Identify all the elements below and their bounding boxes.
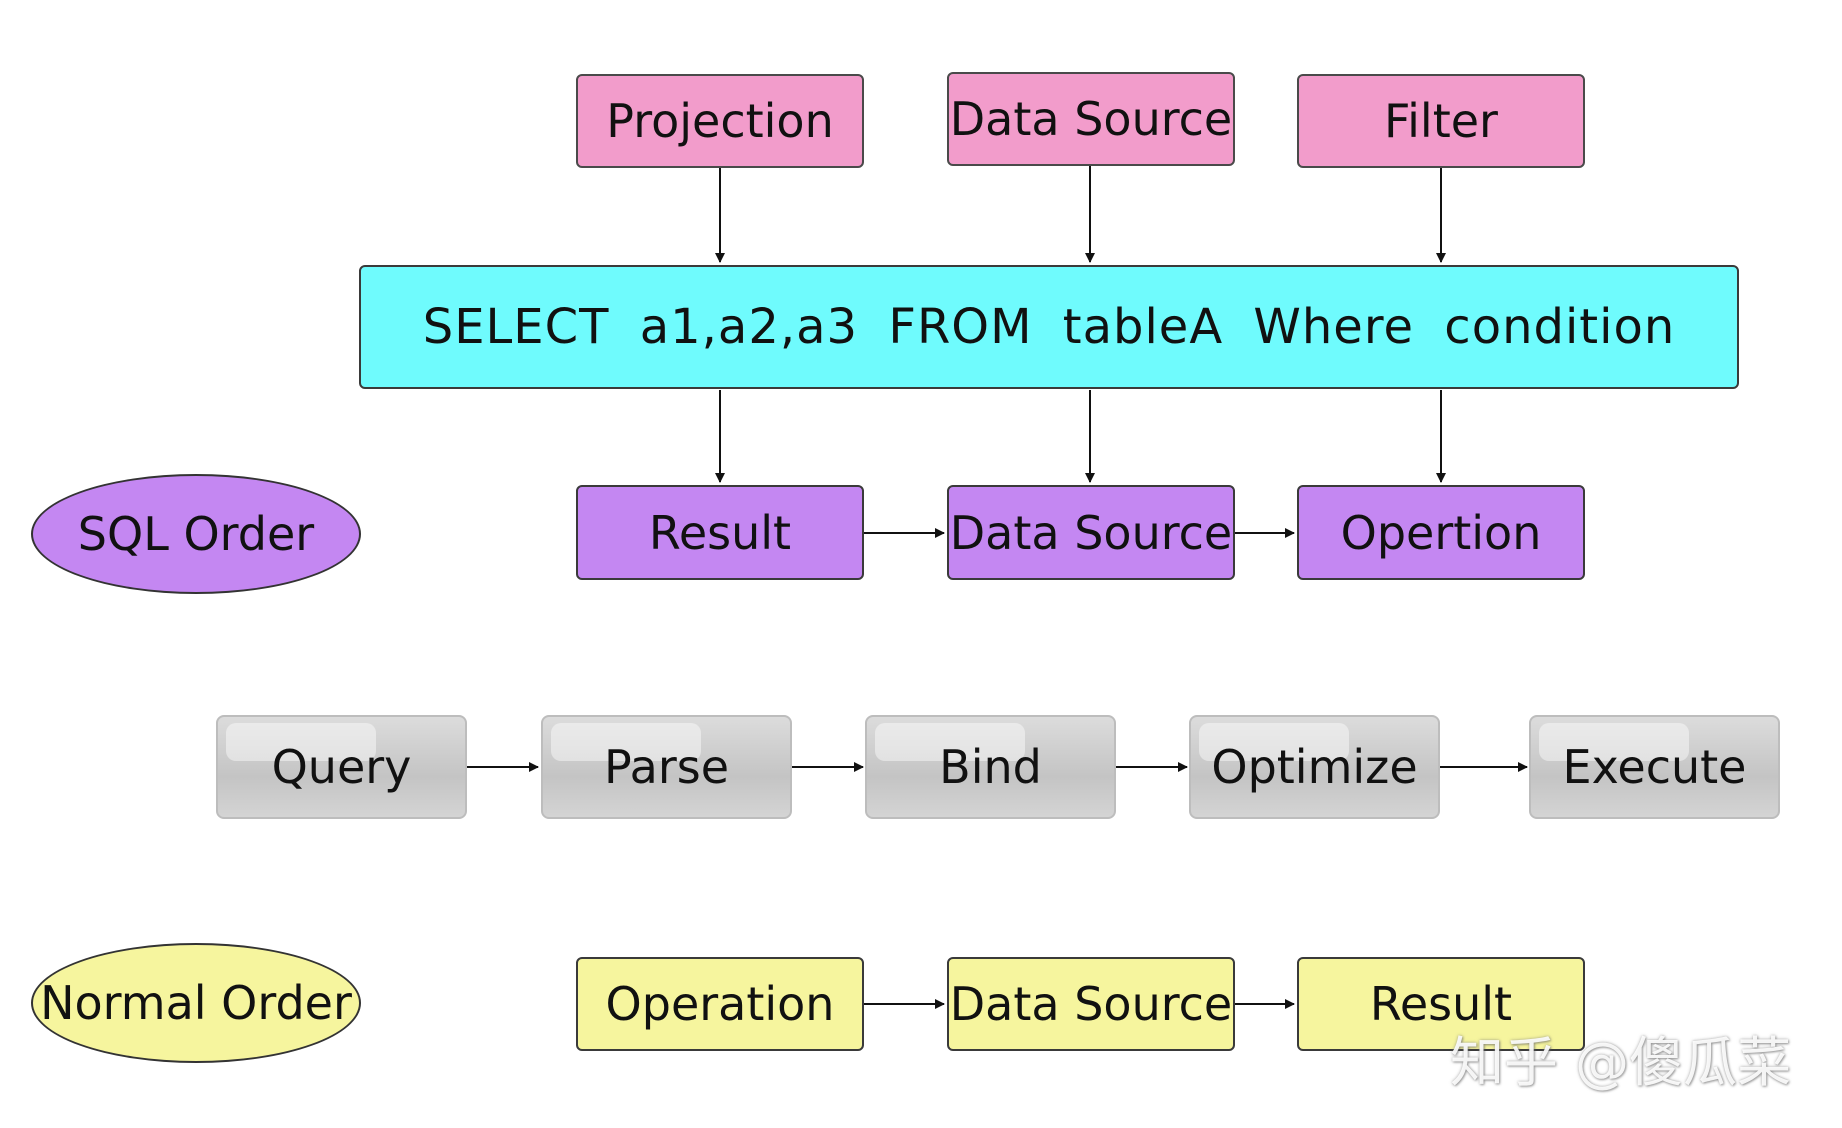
pipeline-step-parse: Parse [541, 715, 792, 819]
pipeline-step-execute: Execute [1529, 715, 1780, 819]
pipeline-step-label: Parse [603, 740, 730, 794]
pipeline-step-label: Execute [1562, 740, 1747, 794]
pipeline-step-label: Query [271, 740, 412, 794]
pipeline-step-bind: Bind [865, 715, 1116, 819]
sql-order-step-data-source: Data Source [947, 485, 1235, 580]
node-projection: Projection [576, 74, 864, 168]
pipeline-step-label: Optimize [1211, 740, 1418, 794]
normal-order-label: Normal Order [31, 943, 361, 1063]
pipeline-step-optimize: Optimize [1189, 715, 1440, 819]
normal-order-step-result: Result [1297, 957, 1585, 1051]
pipeline-step-label: Bind [939, 740, 1042, 794]
normal-order-step-data-source: Data Source [947, 957, 1235, 1051]
normal-order-step-operation: Operation [576, 957, 864, 1051]
sql-order-label: SQL Order [31, 474, 361, 594]
watermark-text: 知乎 @傻瓜菜 [1450, 1031, 1792, 1094]
node-data-source-clause: Data Source [947, 72, 1235, 166]
sql-statement-bar: SELECT a1,a2,a3 FROM tableA Where condit… [359, 265, 1739, 389]
sql-order-step-opertion: Opertion [1297, 485, 1585, 580]
pipeline-step-query: Query [216, 715, 467, 819]
node-filter: Filter [1297, 74, 1585, 168]
sql-order-step-result: Result [576, 485, 864, 580]
